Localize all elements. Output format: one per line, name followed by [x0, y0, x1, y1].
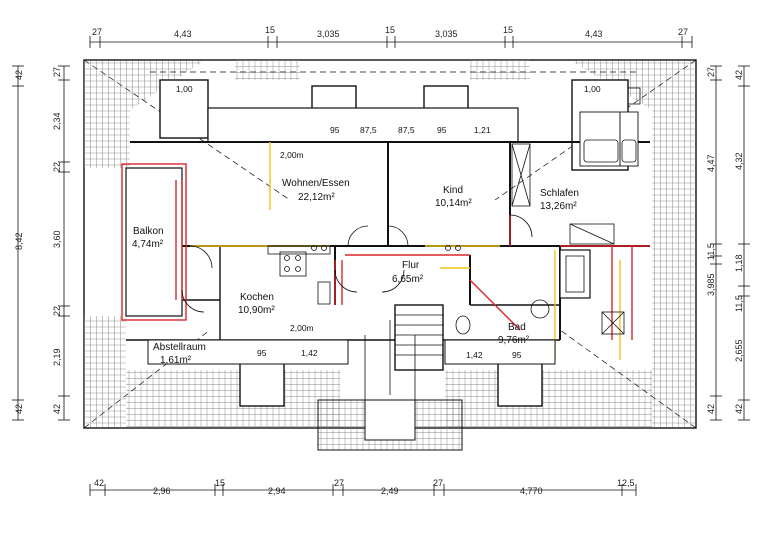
dim-bottom-1: 42 [94, 478, 104, 488]
fixtures [267, 87, 641, 335]
dim-bottom-7: 27 [433, 478, 443, 488]
right-dimension-chains: 27 4,47 11,5 3,985 42 42 4,32 1,18 11,5 … [706, 65, 750, 421]
label-bot95b: 95 [512, 350, 522, 360]
label-w95b: 95 [437, 125, 447, 135]
label-w121: 1,21 [474, 125, 491, 135]
label-w95a: 95 [330, 125, 340, 135]
dim-top-2: 4,43 [174, 29, 192, 39]
dim-left-inner-2: 2,34 [52, 112, 62, 130]
dim-right-outer-2: 42 [734, 404, 744, 414]
dim-left-outer-1: 42 [14, 70, 24, 80]
room-labels: Wohnen/Essen 22,12m² Kind 10,14m² Schlaf… [132, 178, 579, 366]
dim-left-inner-5: 22 [52, 306, 62, 316]
room-flur-name: Flur [402, 260, 420, 271]
room-schlafen-name: Schlafen [540, 188, 579, 199]
door-swings [181, 214, 533, 313]
dim-bottom-2: 2,96 [153, 486, 171, 496]
room-kochen-area: 10,90m² [238, 305, 275, 316]
label-height-top: 2,00m [280, 150, 304, 160]
room-balkon-name: Balkon [133, 226, 164, 237]
bottom-dormers [147, 339, 556, 407]
balcony [121, 163, 187, 321]
label-bot95a: 95 [257, 348, 267, 358]
dim-top-3: 15 [265, 25, 275, 35]
dim-bottom-3: 15 [215, 478, 225, 488]
dim-right-inner-2: 4,47 [706, 154, 716, 172]
dim-bottom-5: 27 [334, 478, 344, 488]
room-flur-area: 6,65m² [392, 274, 424, 285]
label-window-top-left: 1,00 [176, 84, 193, 94]
dim-top-9: 27 [678, 27, 688, 37]
dim-right-mid-4: 2,655 [734, 339, 744, 362]
room-wohnen-name: Wohnen/Essen [282, 178, 350, 189]
dim-right-mid-3: 11,5 [734, 295, 744, 312]
dim-right-inner-3: 11,5 [706, 243, 716, 260]
room-kochen-name: Kochen [240, 292, 274, 303]
dim-bottom-9: 12,5 [617, 478, 635, 488]
dim-top-8: 4,43 [585, 29, 603, 39]
dim-left-outer-2: 8,42 [14, 232, 24, 250]
dim-right-inner-4: 3,985 [706, 273, 716, 296]
label-bot142a: 1,42 [301, 348, 318, 358]
window-labels: 1,00 1,00 95 87,5 87,5 95 1,21 2,00m 2,0… [176, 84, 601, 360]
dim-right-mid-2: 1,18 [734, 254, 744, 272]
label-w875b: 87,5 [398, 125, 415, 135]
dim-top-7: 15 [503, 25, 513, 35]
room-abstell-name: Abstellraum [153, 342, 206, 353]
left-dimension-chains: 42 8,42 42 27 2,34 22 3,60 22 2,19 42 [12, 65, 70, 421]
dim-left-inner-1: 27 [52, 67, 62, 77]
room-schlafen-area: 13,26m² [540, 201, 577, 212]
dim-left-inner-4: 3,60 [52, 230, 62, 248]
dim-bottom-8: 4,770 [520, 486, 543, 496]
dim-left-inner-3: 22 [52, 162, 62, 172]
dim-right-inner-1: 27 [706, 67, 716, 77]
room-balkon-area: 4,74m² [132, 239, 164, 250]
dim-right-inner-5: 42 [706, 404, 716, 414]
dim-right-mid-1: 4,32 [734, 152, 744, 170]
room-kind-area: 10,14m² [435, 198, 472, 209]
label-w875a: 87,5 [360, 125, 377, 135]
dim-top-1: 27 [92, 27, 102, 37]
room-wohnen-area: 22,12m² [298, 192, 335, 203]
room-bad-area: 9,76m² [498, 335, 530, 346]
label-bot142b: 1,42 [466, 350, 483, 360]
label-window-top-right: 1,00 [584, 84, 601, 94]
dim-top-6: 3,035 [435, 29, 458, 39]
top-dimension-chain: 27 4,43 15 3,035 15 3,035 15 4,43 27 [89, 25, 693, 48]
label-height-kitchen: 2,00m [290, 323, 314, 333]
dim-top-4: 3,035 [317, 29, 340, 39]
room-kind-name: Kind [443, 185, 463, 196]
dim-left-outer-3: 42 [14, 404, 24, 414]
bottom-dimension-chain: 42 2,96 15 2,94 27 2,49 27 4,770 12,5 [89, 478, 637, 496]
dim-right-outer-1: 42 [734, 70, 744, 80]
dim-bottom-4: 2,94 [268, 486, 286, 496]
dim-left-inner-7: 42 [52, 404, 62, 414]
room-bad-name: Bad [508, 322, 526, 333]
room-abstell-area: 1,61m² [160, 355, 192, 366]
dim-bottom-6: 2,49 [381, 486, 399, 496]
interior-walls [126, 141, 650, 441]
dim-left-inner-6: 2,19 [52, 348, 62, 366]
dim-top-5: 15 [385, 25, 395, 35]
